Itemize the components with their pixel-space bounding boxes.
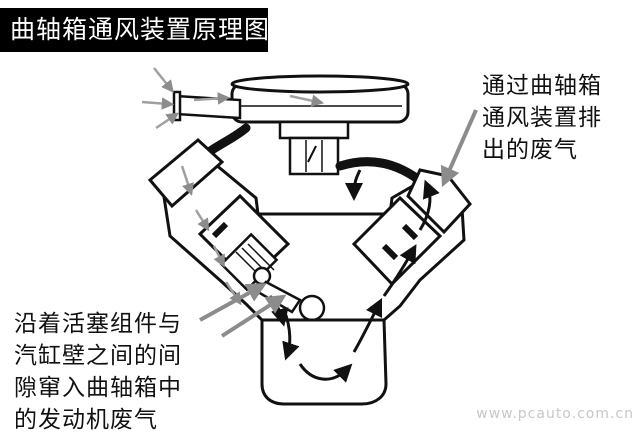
annotation-exhaust-via-pcv: 通过曲轴箱 通风装置排 出的废气 — [482, 70, 602, 166]
annotation-line: 通过曲轴箱 — [482, 73, 602, 99]
diagram-title: 曲轴箱通风装置原理图 — [0, 8, 269, 52]
annotation-line: 的发动机废气 — [14, 407, 158, 433]
pcv-hose-right — [335, 157, 429, 189]
annotation-line: 沿着活塞组件与 — [14, 311, 182, 337]
annotation-line: 通风装置排 — [482, 105, 602, 131]
watermark-text: www.pcauto.com.cn — [476, 406, 634, 422]
annotation-line: 汽缸壁之间的间 — [14, 343, 182, 369]
annotation-blowby-gas: 沿着活塞组件与 汽缸壁之间的间 隙窜入曲轴箱中 的发动机废气 — [14, 308, 182, 436]
annotation-line: 出的废气 — [482, 137, 578, 163]
carburetor — [278, 120, 350, 176]
fresh-air-arrows — [141, 67, 325, 306]
air-cleaner — [230, 74, 410, 124]
annotation-pointers — [199, 109, 478, 338]
blowby-gas-arrows — [268, 169, 440, 383]
intake-snorkel — [172, 90, 242, 122]
oil-pan — [260, 318, 388, 406]
annotation-line: 隙窜入曲轴箱中 — [14, 375, 182, 401]
